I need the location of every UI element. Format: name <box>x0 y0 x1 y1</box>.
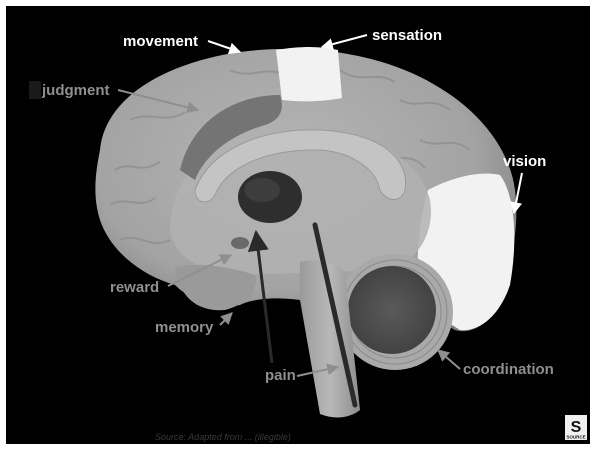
label-movement-text: movement <box>123 33 198 50</box>
label-coordination-text: coordination <box>463 361 554 378</box>
publisher-logo: S SOURCE <box>565 415 587 440</box>
cerebellum <box>337 254 453 370</box>
source-credit: Source: Adapted from ... (illegible) <box>155 432 291 442</box>
thalamus-highlight <box>244 178 280 202</box>
judgment-marker <box>29 81 41 99</box>
label-vision-text: vision <box>503 153 546 170</box>
label-sensation-text: sensation <box>372 27 442 44</box>
sensation-region <box>276 47 342 101</box>
logo-text: SOURCE <box>566 435 585 440</box>
label-judgment-text: judgment <box>41 82 110 99</box>
label-memory-text: memory <box>155 319 214 336</box>
reward-region <box>231 237 249 249</box>
logo-glyph: S <box>571 419 582 436</box>
label-reward-text: reward <box>110 279 159 296</box>
label-pain-text: pain <box>265 367 296 384</box>
